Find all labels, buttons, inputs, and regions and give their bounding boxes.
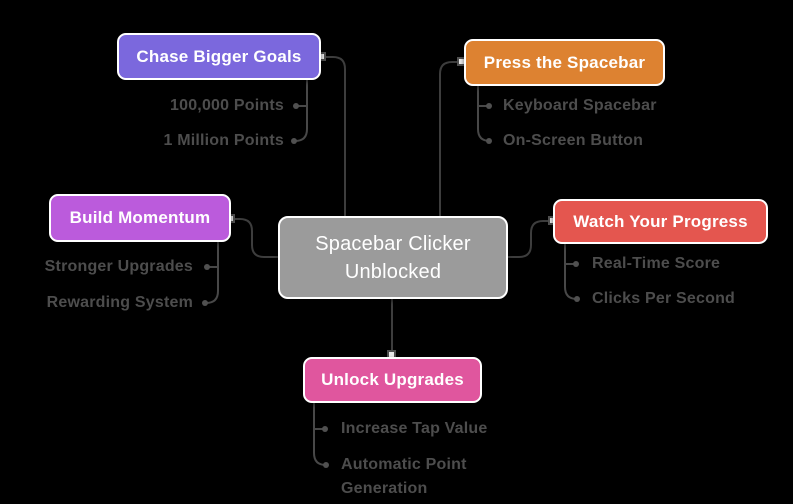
child-dot [574,296,580,302]
branch-node-label: Unlock Upgrades [321,370,464,389]
child-dots [202,103,580,468]
connector-unlock-children [313,402,327,466]
child-dot [202,300,208,306]
child-node-1-million-points[interactable]: 1 Million Points [163,132,284,149]
connector-watch-center [507,220,553,258]
child-dot [291,138,297,144]
child-node-on-screen-button[interactable]: On-Screen Button [503,132,644,149]
child-node-100000-points[interactable]: 100,000 Points [170,97,284,114]
child-dot [204,264,210,270]
child-dot [573,261,579,267]
child-node-keyboard-spacebar[interactable]: Keyboard Spacebar [503,97,657,114]
connector-build-children [205,241,219,304]
child-dot [486,138,492,144]
branch-node-label: Press the Spacebar [483,52,646,72]
connector-press-children [477,85,491,142]
child-dot [322,426,328,432]
connector-chase-center [321,56,346,217]
branch-node-watch-your-progress[interactable]: Watch Your Progress [553,199,768,244]
branch-node-build-momentum[interactable]: Build Momentum [49,194,231,242]
connector-chase-children [294,79,308,142]
child-node-stronger-upgrades[interactable]: Stronger Upgrades [44,258,193,275]
branch-node-label: Watch Your Progress [573,211,748,231]
branch-node-unlock-upgrades[interactable]: Unlock Upgrades [303,357,482,403]
child-node-real-time-score[interactable]: Real-Time Score [592,255,721,272]
center-node-label: Spacebar Clicker Unblocked [315,232,471,283]
child-node-increase-tap-value[interactable]: Increase Tap Value [341,420,488,437]
child-dot [323,462,329,468]
connector-press-center [439,61,463,217]
child-node-rewarding-system[interactable]: Rewarding System [46,294,193,311]
branch-node-label: Build Momentum [69,208,211,227]
child-node-clicks-per-second[interactable]: Clicks Per Second [592,290,736,307]
child-dot [486,103,492,109]
main-connectors [230,56,553,353]
connector-build-center [230,218,279,258]
branch-node-chase-bigger-goals[interactable]: Chase Bigger Goals [117,33,321,80]
child-node-automatic-point-generation[interactable]: Automatic Point Generation [341,456,467,497]
center-node-spacebar-clicker-unblocked[interactable]: Spacebar Clicker Unblocked [278,216,508,299]
branch-node-label: Chase Bigger Goals [136,46,302,66]
connector-watch-children [564,243,578,300]
branch-node-press-the-spacebar[interactable]: Press the Spacebar [464,39,665,86]
child-dot [293,103,299,109]
